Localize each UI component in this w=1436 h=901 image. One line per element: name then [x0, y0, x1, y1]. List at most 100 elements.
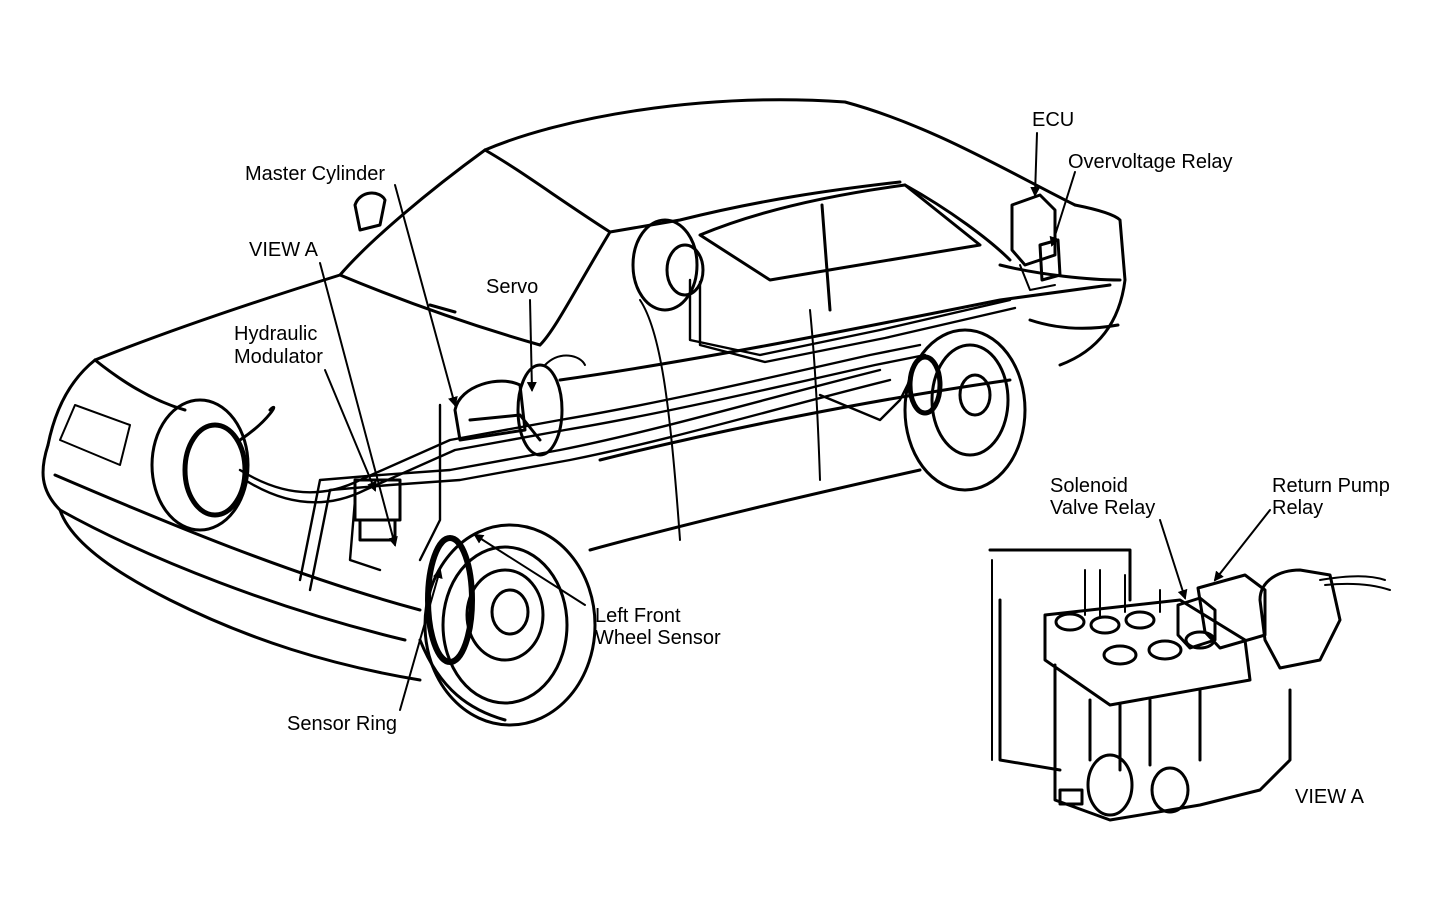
pipe-rear-3 — [818, 378, 912, 422]
label-sensor-ring: Sensor Ring — [287, 713, 397, 735]
inset-bracket-left — [998, 598, 1062, 772]
label-relay: Relay — [1272, 497, 1323, 519]
label-wheel-sensor: Wheel Sensor — [595, 627, 721, 649]
master-cylinder-body — [453, 379, 527, 442]
valve-2 — [1089, 615, 1121, 635]
sensor-ring-arrow — [399, 568, 443, 711]
pump-body-outline — [1053, 663, 1292, 822]
b-pillar — [820, 203, 832, 312]
electrical-connector — [1258, 568, 1342, 670]
headlight — [59, 404, 131, 466]
hood-edge — [46, 273, 342, 447]
front-door-edge — [639, 299, 681, 541]
rear-hub-cap — [958, 373, 992, 417]
pipe-4 — [308, 378, 892, 592]
rear-door-edge — [809, 309, 821, 481]
front-bumper — [41, 443, 407, 642]
lower-valance — [58, 508, 422, 682]
windshield-a-pillar — [538, 230, 612, 347]
trunk-lid-edge — [998, 263, 1122, 282]
front-tire-inner — [441, 545, 569, 705]
ecu-box — [1010, 193, 1057, 267]
roof-front-edge — [483, 148, 902, 234]
left-front-wheel-sensor-arrow — [473, 533, 586, 606]
rear-left-wheel — [903, 328, 1027, 492]
solenoid-valve-relay-arrow — [1159, 519, 1188, 600]
return-pump-relay-box — [1196, 573, 1267, 650]
front-hub — [465, 568, 545, 662]
rear-tire-outer — [903, 328, 1027, 492]
labels: ECU Overvoltage Relay Master Cylinder VI… — [234, 109, 1390, 808]
valve-4 — [1102, 644, 1138, 666]
pipe-2 — [243, 353, 927, 504]
label-overvoltage-relay: Overvoltage Relay — [1068, 151, 1233, 173]
wiper — [428, 303, 457, 314]
inset-bracket-top — [988, 548, 1132, 602]
solenoid-valves — [1054, 610, 1216, 666]
label-ecu: ECU — [1032, 109, 1074, 131]
rear-right-disk — [631, 218, 699, 312]
label-return-pump: Return Pump — [1272, 475, 1390, 497]
brake-lines — [238, 278, 1017, 592]
valve-wires — [1084, 569, 1161, 619]
master-cylinder-arrow — [394, 184, 458, 407]
pipe-mc-down — [418, 403, 442, 562]
valve-3 — [1124, 610, 1156, 630]
pump-bolt — [1058, 788, 1084, 806]
pipe-rear-1 — [688, 278, 1012, 357]
overvoltage-relay-arrow — [1049, 171, 1076, 247]
label-master-cylinder: Master Cylinder — [245, 163, 385, 185]
pipe-rear-2 — [698, 280, 1017, 364]
trunk-rear — [1058, 203, 1127, 367]
label-view-a-main: VIEW A — [249, 239, 319, 261]
rear-window-edge — [903, 183, 1012, 262]
valve-5 — [1147, 639, 1183, 661]
right-sensor-ring — [182, 422, 248, 518]
rear-sensor — [907, 354, 943, 416]
leader-lines — [319, 132, 1271, 711]
side-mirror — [353, 191, 387, 232]
front-hub-cap — [490, 588, 530, 636]
modulator-base — [358, 518, 397, 542]
rear-bumper-line — [1028, 318, 1120, 330]
pipe-mod-down — [348, 498, 382, 572]
connector-wires — [1319, 575, 1391, 591]
car-body — [41, 98, 1127, 682]
rear-right-brake — [631, 218, 705, 312]
hood-crease — [93, 358, 187, 412]
right-brake-disk — [150, 398, 250, 532]
view-a-arrow — [319, 262, 398, 547]
servo-arrow — [526, 299, 537, 392]
front-sensor-ring-disk — [425, 535, 475, 665]
label-servo: Servo — [486, 276, 538, 298]
label-solenoid: Solenoid — [1050, 475, 1128, 497]
front-tire-outer — [423, 523, 597, 727]
label-left-front: Left Front — [595, 605, 681, 627]
belt-line — [558, 283, 1112, 382]
modulator-top-plate — [1043, 598, 1252, 707]
right-caliper — [238, 405, 276, 442]
master-cylinder-outlet — [468, 413, 542, 442]
bumper-line — [53, 473, 422, 612]
side-crease — [598, 378, 1012, 462]
hydraulic-modulator-arrow — [324, 369, 377, 492]
front-side-window — [698, 183, 982, 282]
front-tire-shadow — [418, 638, 507, 722]
valve-stems — [1088, 688, 1202, 772]
solenoid-valve-relay-box — [1176, 596, 1217, 650]
servo-booster — [516, 363, 564, 457]
valve-1 — [1054, 612, 1086, 632]
rear-hub — [930, 343, 1010, 457]
car-roof-line — [483, 98, 1077, 207]
return-pump-relay-arrow — [1213, 509, 1271, 582]
pipe-1 — [238, 343, 922, 494]
rocker-line — [588, 468, 922, 552]
label-view-a-inset: VIEW A — [1295, 786, 1365, 808]
ecu-arrow — [1030, 132, 1041, 197]
label-hydraulic: Hydraulic — [234, 323, 317, 345]
label-modulator: Modulator — [234, 346, 323, 368]
servo-hose — [544, 354, 586, 366]
rear-right-hub — [665, 243, 705, 297]
